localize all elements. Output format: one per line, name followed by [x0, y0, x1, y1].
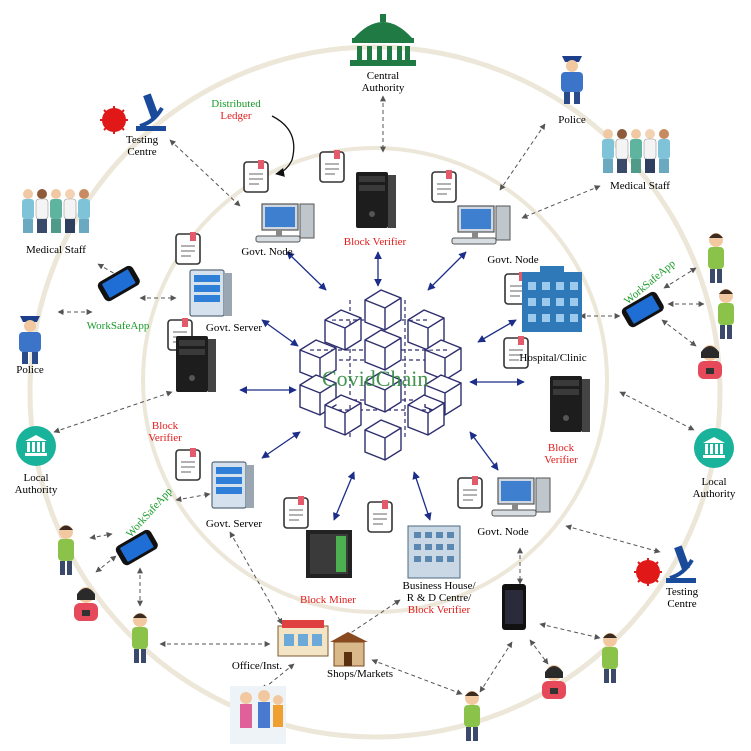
ledger-arrow — [271, 115, 295, 177]
label-line: Verifier — [148, 432, 182, 444]
dashed-connections — [53, 95, 705, 695]
rack-server-icon — [211, 461, 255, 509]
label-line: Local — [23, 472, 49, 484]
label-line: Ledger — [220, 110, 252, 122]
govt-server-label: Govt. Server — [205, 322, 263, 334]
hospital-building-icon — [522, 266, 582, 332]
police-label: Police — [558, 114, 586, 126]
office-building-icon — [407, 525, 461, 579]
hospital-label: Hospital/Clinic — [519, 352, 587, 364]
shops-markets-label: Shops/Markets — [327, 668, 393, 680]
label-line: Authority — [14, 484, 58, 496]
block-network-icon — [299, 289, 462, 461]
label-line: Block — [151, 420, 179, 432]
local-authority-label: Local Authority — [686, 476, 742, 500]
office-inst-label: Office/Inst. — [231, 660, 283, 672]
govt-server-label: Govt. Server — [205, 518, 263, 530]
desktop-computer-icon — [255, 203, 315, 243]
server-tower-icon — [550, 376, 590, 432]
label-line: Authority — [692, 488, 736, 500]
smartphone-icon — [502, 584, 526, 630]
police-label: Police — [16, 364, 44, 376]
virus-icon — [634, 558, 662, 586]
medical-staff-label: Medical Staff — [610, 180, 670, 192]
testing-centre-label: Testing Centre — [660, 586, 704, 610]
person-icon — [708, 233, 724, 283]
label-line: Local — [701, 476, 727, 488]
label-line: Testing — [665, 586, 699, 598]
label-line: Verifier — [544, 454, 578, 466]
doctor-group-icon — [601, 128, 671, 174]
label-line: Central — [366, 70, 400, 82]
rack-server-icon — [306, 530, 352, 578]
medical-staff-label: Medical Staff — [26, 244, 86, 256]
core-connections — [239, 251, 525, 521]
label-line: Business House/ — [402, 580, 476, 592]
label-line: Centre — [127, 146, 157, 158]
microscope-icon — [666, 545, 696, 583]
label-line: Authority — [361, 82, 405, 94]
server-tower-icon — [356, 172, 396, 228]
label-line: Centre — [667, 598, 697, 610]
doctor-group-icon — [21, 188, 91, 234]
rack-server-icon — [189, 269, 233, 317]
business-house-label: Business House/ R & D Centre/ Block Veri… — [392, 580, 486, 616]
block-verifier-label: Block Verifier — [140, 420, 190, 444]
label-line: Distributed — [211, 98, 261, 110]
block-verifier-label: Block Verifier — [536, 442, 586, 466]
shop-icon — [277, 620, 329, 657]
people-group-icon — [230, 686, 286, 744]
core-label: CovidChain — [322, 366, 429, 391]
smartphone-icon — [96, 264, 142, 304]
bank-icon — [694, 428, 734, 468]
block-verifier-label: Block Verifier — [343, 236, 407, 248]
police-icon — [561, 56, 583, 104]
person-icon — [464, 691, 480, 741]
server-tower-icon — [176, 336, 216, 392]
central-authority-icon — [350, 14, 416, 66]
person-icon — [602, 633, 618, 683]
person-icon — [132, 613, 148, 663]
shop-icon — [330, 632, 368, 667]
distributed-ledger-label: Distributed Ledger — [204, 98, 268, 122]
worksafeapp-label: WorkSafeApp — [86, 320, 150, 332]
local-authority-label: Local Authority — [8, 472, 64, 496]
bank-icon — [16, 426, 56, 466]
person-icon — [718, 289, 734, 339]
govt-node-label: Govt. Node — [477, 526, 529, 538]
block-miner-label: Block Miner — [300, 594, 356, 606]
testing-centre-label: Testing Centre — [120, 134, 164, 158]
label-line: Testing — [125, 134, 159, 146]
virus-icon — [100, 106, 128, 134]
outer-ring — [27, 44, 723, 740]
person-icon — [542, 665, 566, 699]
desktop-computer-icon — [491, 477, 551, 517]
desktop-computer-icon — [451, 205, 511, 245]
label-line: R & D Centre/ — [406, 592, 472, 604]
govt-node-label: Govt. Node — [487, 254, 539, 266]
microscope-icon — [136, 93, 166, 131]
label-line: Block — [547, 442, 575, 454]
person-icon — [58, 525, 74, 575]
central-authority-label: Central Authority — [348, 70, 418, 94]
label-line: Block Verifier — [407, 604, 471, 616]
govt-node-label: Govt. Node — [241, 246, 293, 258]
